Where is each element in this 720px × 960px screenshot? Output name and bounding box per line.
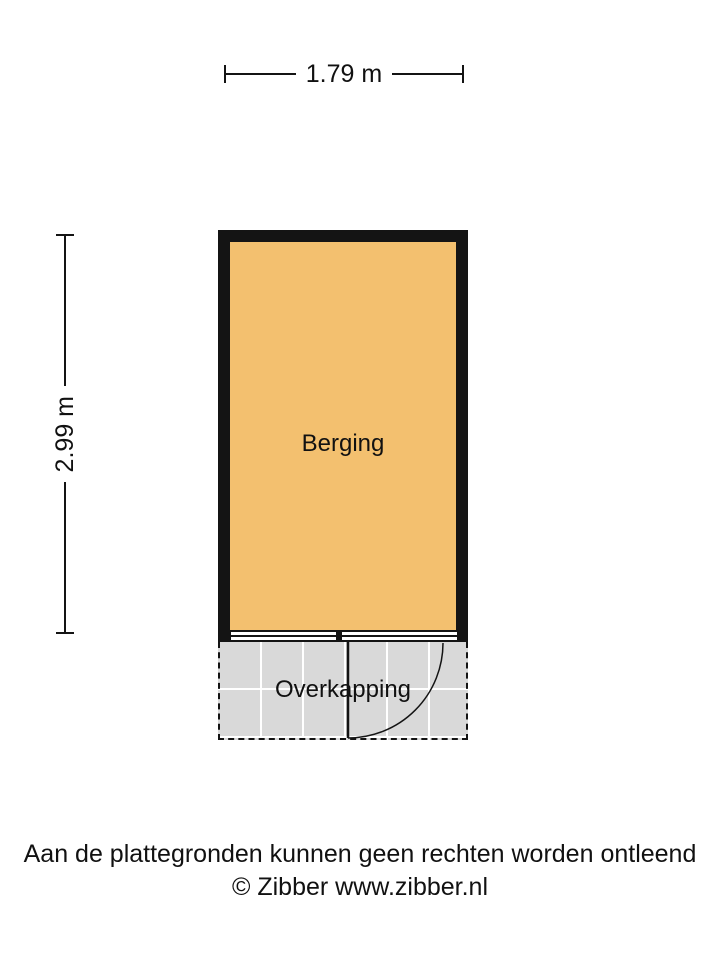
window-symbol — [231, 630, 336, 642]
room-berging-label: Berging — [301, 430, 385, 457]
dimension-line — [64, 482, 66, 632]
dimension-tick — [224, 65, 226, 83]
area-overkapping-label: Overkapping — [274, 676, 412, 703]
window-symbol — [342, 630, 457, 642]
footer-copyright: © Zibber www.zibber.nl — [231, 873, 489, 901]
dimension-tick — [56, 632, 74, 634]
height-dimension-label: 2.99 m — [50, 395, 79, 473]
height-dimension: 2.99 m — [50, 234, 80, 634]
width-dimension-label: 1.79 m — [305, 59, 383, 88]
room-berging: Berging — [218, 230, 468, 642]
area-overkapping: Overkapping — [218, 642, 468, 740]
dimension-line — [64, 236, 66, 386]
dimension-line — [392, 73, 462, 75]
footer: Aan de plattegronden kunnen geen rechten… — [0, 838, 720, 904]
width-dimension: 1.79 m — [224, 58, 464, 90]
dimension-line — [226, 73, 296, 75]
footer-disclaimer: Aan de plattegronden kunnen geen rechten… — [23, 840, 697, 868]
dimension-tick — [56, 234, 74, 236]
dimension-tick — [462, 65, 464, 83]
